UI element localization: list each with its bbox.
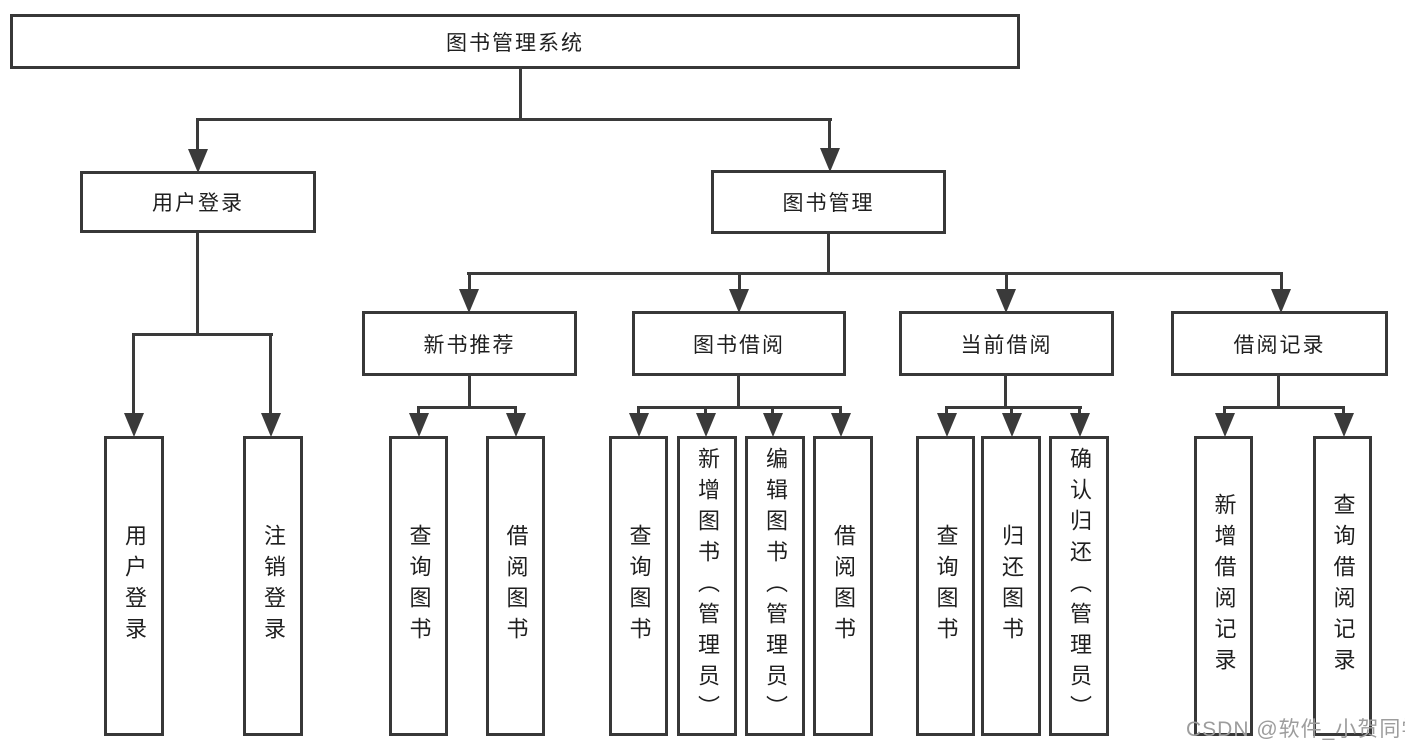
connector-bb-leaf2-drop [704,406,707,418]
arrowhead-book-borrow [729,289,749,313]
arrowhead-cb-leaf3 [1070,413,1090,437]
node-book-borrow-label: 图书借阅 [693,333,785,357]
leaf-cb-query-books: 查询图书 [916,436,975,736]
arrowhead-bb-leaf1 [629,413,649,437]
leaf-bb-query-books-label: 查询图书 [626,524,652,648]
node-current-borrow: 当前借阅 [899,311,1114,376]
connector-login-leaf-drop [132,333,135,415]
leaf-br-query-record: 查询借阅记录 [1313,436,1372,736]
connector-book-borrow-rail [637,406,842,409]
node-new-book-recommend-label: 新书推荐 [423,333,516,357]
arrowhead-bb-leaf4 [831,413,851,437]
csdn-watermark: CSDN @软件_小贺同学 [1186,718,1405,741]
arrowhead-nb-leaf2 [506,413,526,437]
leaf-cb-confirm-return-admin: 确认归还（管理员） [1049,436,1109,736]
leaf-bb-edit-books-admin: 编辑图书（管理员） [745,436,805,736]
leaf-br-query-record-label: 查询借阅记录 [1330,493,1356,679]
leaf-user-login-action: 用户登录 [104,436,164,736]
leaf-br-add-record: 新增借阅记录 [1194,436,1253,736]
connector-logout-leaf-drop [269,333,272,415]
connector-book-mgmt-rail [467,272,1283,275]
connector-book-mgmt-drop [828,118,831,152]
connector-nb-leaf2-drop [514,406,517,418]
leaf-logout-action-label: 注销登录 [261,524,286,648]
leaf-br-add-record-label: 新增借阅记录 [1211,493,1237,679]
leaf-user-login-action-label: 用户登录 [122,524,147,648]
leaf-bb-add-books-admin-label: 新增图书（管理员） [695,446,720,726]
arrowhead-cb-leaf2 [1002,413,1022,437]
connector-nb-leaf1-drop [417,406,420,418]
arrowhead-cb-leaf1 [937,413,957,437]
arrowhead-login-leaf [124,413,144,437]
connector-cb-leaf1-drop [945,406,948,418]
node-book-management-label: 图书管理 [782,192,875,215]
connector-bb-leaf3-drop [771,406,774,418]
connector-br-leaf1-drop [1223,406,1226,418]
connector-book-mgmt-stem [827,231,830,275]
connector-bb-leaf1-drop [637,406,640,418]
arrowhead-new-book [459,289,479,313]
leaf-cb-confirm-return-admin-label: 确认归还（管理员） [1067,446,1092,726]
leaf-nb-borrow-books: 借阅图书 [486,436,545,736]
connector-new-book-drop [468,272,471,292]
leaf-nb-borrow-books-label: 借阅图书 [503,524,529,648]
node-current-borrow-label: 当前借阅 [960,333,1053,357]
arrowhead-bb-leaf3 [763,413,783,437]
leaf-cb-return-books-label: 归还图书 [999,524,1024,648]
arrowhead-logout-leaf [261,413,281,437]
connector-new-book-stem [468,374,471,409]
arrowhead-user-login [188,149,208,173]
connector-cb-leaf2-drop [1010,406,1013,418]
node-new-book-recommend: 新书推荐 [362,311,577,376]
connector-new-book-rail [417,406,517,409]
arrowhead-br-leaf2 [1334,413,1354,437]
arrowhead-book-mgmt [820,148,840,172]
connector-cb-leaf3-drop [1078,406,1081,418]
leaf-nb-query-books: 查询图书 [389,436,448,736]
node-user-login-label: 用户登录 [152,192,244,215]
leaf-cb-query-books-label: 查询图书 [933,524,959,648]
node-borrow-records: 借阅记录 [1171,311,1388,376]
connector-br-leaf2-drop [1342,406,1345,418]
node-root-label: 图书管理系统 [446,31,584,55]
connector-user-login-drop [196,118,199,152]
connector-book-borrow-stem [737,373,740,409]
arrowhead-bb-leaf2 [696,413,716,437]
leaf-nb-query-books-label: 查询图书 [406,524,432,648]
connector-borrow-records-rail [1223,406,1345,409]
connector-book-borrow-drop [738,272,741,292]
leaf-logout-action: 注销登录 [243,436,303,736]
leaf-bb-query-books: 查询图书 [609,436,668,736]
leaf-cb-return-books: 归还图书 [981,436,1041,736]
connector-root-stem [519,66,522,120]
arrowhead-nb-leaf1 [409,413,429,437]
leaf-bb-borrow-books: 借阅图书 [813,436,873,736]
connector-user-login-rail [132,333,273,336]
connector-user-login-stem [196,231,199,336]
node-borrow-records-label: 借阅记录 [1233,333,1326,357]
connector-borrow-records-stem [1277,373,1280,409]
connector-current-borrow-stem [1004,373,1007,409]
arrowhead-current-borrow [996,289,1016,313]
connector-current-borrow-rail [945,406,1082,409]
connector-root-rail [196,118,832,121]
arrowhead-borrow-records [1271,289,1291,313]
leaf-bb-add-books-admin: 新增图书（管理员） [677,436,737,736]
node-book-management: 图书管理 [711,170,946,234]
arrowhead-br-leaf1 [1215,413,1235,437]
node-root: 图书管理系统 [10,14,1020,69]
connector-borrow-records-drop [1280,272,1283,292]
node-user-login: 用户登录 [80,171,316,233]
leaf-bb-borrow-books-label: 借阅图书 [831,524,856,648]
connector-bb-leaf4-drop [839,406,842,418]
node-book-borrow: 图书借阅 [632,311,846,376]
leaf-bb-edit-books-admin-label: 编辑图书（管理员） [763,446,788,726]
connector-current-borrow-drop [1005,272,1008,292]
